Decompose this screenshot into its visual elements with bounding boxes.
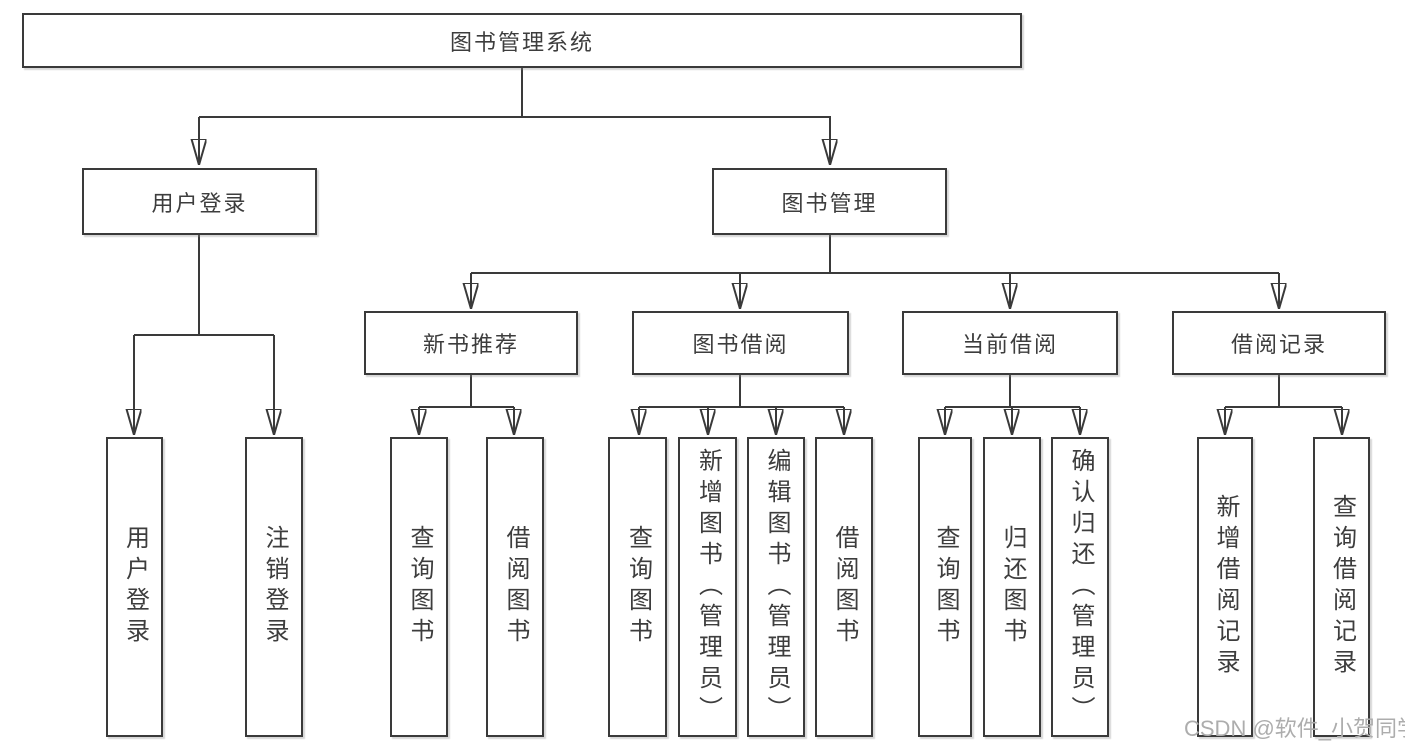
leaf-add-book-admin: 新增图书（管理员）: [678, 437, 737, 737]
node-label: 借阅图书: [502, 525, 529, 649]
node-label: 新增图书（管理员）: [694, 447, 722, 727]
node-borrowing-records: 借阅记录: [1172, 311, 1386, 375]
leaf-edit-book-admin: 编辑图书（管理员）: [747, 437, 805, 737]
leaf-add-borrow-record: 新增借阅记录: [1197, 437, 1253, 737]
node-label: 查询图书: [406, 525, 433, 649]
node-new-book-recommendation: 新书推荐: [364, 311, 578, 375]
node-book-borrowing: 图书借阅: [632, 311, 849, 375]
node-library-management-system: 图书管理系统: [22, 13, 1022, 68]
leaf-borrow-book-recommend: 借阅图书: [486, 437, 544, 737]
node-label: 当前借阅: [961, 332, 1058, 357]
node-label: 图书管理系统: [449, 29, 594, 55]
leaf-query-book-current: 查询图书: [918, 437, 972, 737]
leaf-logout: 注销登录: [245, 437, 303, 737]
node-label: 借阅图书: [831, 525, 858, 649]
leaf-query-book-borrow: 查询图书: [608, 437, 667, 737]
node-label: 查询图书: [932, 525, 959, 649]
leaf-confirm-return-admin: 确认归还（管理员）: [1051, 437, 1109, 737]
leaf-query-book-recommend: 查询图书: [390, 437, 448, 737]
node-label: 用户登录: [151, 190, 248, 216]
node-label: 编辑图书（管理员）: [763, 447, 790, 727]
node-book-management: 图书管理: [712, 168, 947, 235]
node-label: 图书借阅: [692, 332, 789, 357]
node-label: 注销登录: [261, 525, 288, 649]
node-label: 新增借阅记录: [1212, 494, 1239, 680]
node-current-borrowing: 当前借阅: [902, 311, 1118, 375]
leaf-user-login: 用户登录: [106, 437, 163, 737]
leaf-return-book: 归还图书: [983, 437, 1041, 737]
leaf-query-borrow-record: 查询借阅记录: [1313, 437, 1370, 737]
node-label: 归还图书: [999, 525, 1026, 649]
node-label: 用户登录: [121, 525, 149, 649]
node-label: 查询图书: [624, 525, 652, 649]
node-label: 图书管理: [781, 190, 878, 216]
node-label: 新书推荐: [422, 332, 519, 357]
node-label: 确认归还（管理员）: [1067, 447, 1094, 727]
node-user-login: 用户登录: [82, 168, 317, 235]
node-label: 借阅记录: [1230, 332, 1327, 357]
leaf-borrow-book: 借阅图书: [815, 437, 873, 737]
node-label: 查询借阅记录: [1328, 494, 1356, 680]
